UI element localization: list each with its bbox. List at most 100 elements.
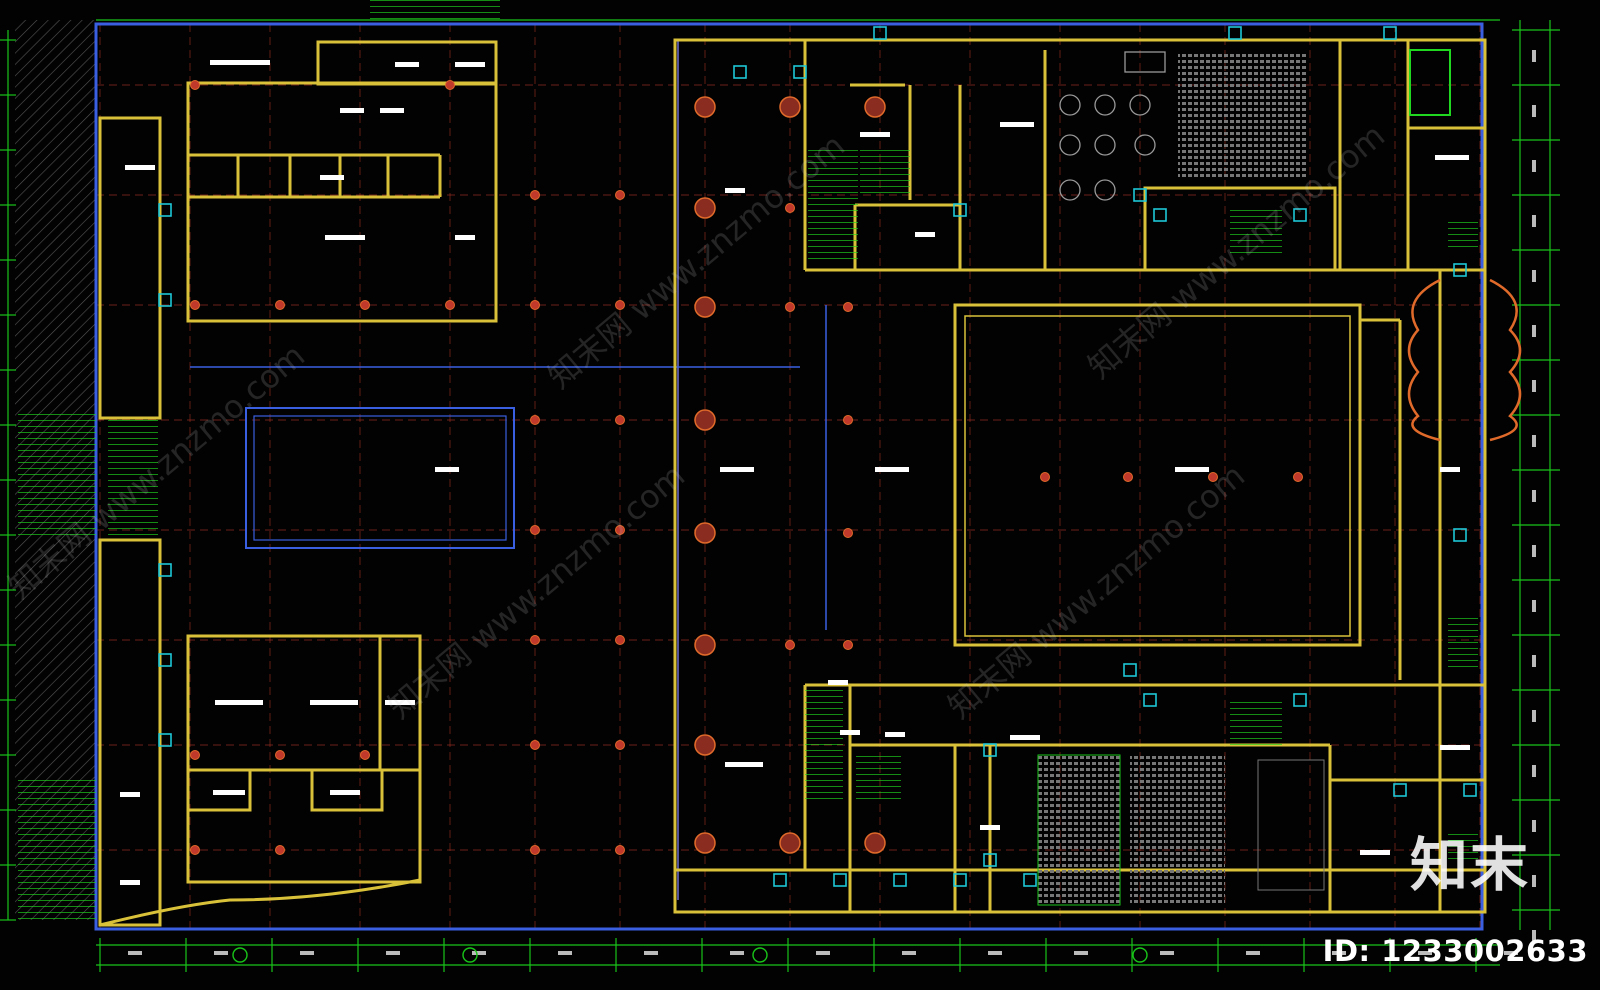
column-small [530, 415, 540, 425]
column-large [694, 832, 716, 854]
cafe-table [1124, 51, 1166, 73]
room-label [455, 62, 485, 67]
room-label [395, 62, 419, 67]
room-label [1435, 155, 1469, 160]
room-label [340, 108, 364, 113]
column-large [864, 832, 886, 854]
column-large [864, 96, 886, 118]
door-symbol [1293, 693, 1307, 707]
door-symbol [158, 563, 172, 577]
facade-feature [1407, 278, 1522, 442]
room-label-blocks [120, 60, 1470, 885]
column-large [694, 409, 716, 431]
dim-text [1532, 930, 1536, 942]
dim-text [1532, 490, 1536, 502]
column-small [785, 640, 795, 650]
dim-text [1074, 951, 1088, 955]
door-symbol [873, 26, 887, 40]
dim-text [1532, 160, 1536, 172]
column-small [190, 300, 200, 310]
column-small [785, 203, 795, 213]
column-small [275, 750, 285, 760]
column-small [190, 845, 200, 855]
watermark-id: ID: 1233002633 [1322, 934, 1588, 968]
dim-text [1532, 325, 1536, 337]
room-label [210, 60, 270, 65]
column-large [694, 296, 716, 318]
room-label [435, 467, 459, 472]
dim-text [644, 951, 658, 955]
door-symbol [1133, 188, 1147, 202]
column-large [779, 832, 801, 854]
room-label [1360, 850, 1390, 855]
cafe-table [1094, 134, 1116, 156]
dim-text [988, 951, 1002, 955]
stairwells [18, 0, 1478, 920]
room-label [385, 700, 415, 705]
door-symbol [158, 653, 172, 667]
room-label [725, 762, 763, 767]
room-label [828, 680, 848, 685]
dim-text [300, 951, 314, 955]
room-label [1010, 735, 1040, 740]
dim-text [1532, 435, 1536, 447]
room-label [310, 700, 358, 705]
dim-text [1532, 710, 1536, 722]
room-label [725, 188, 745, 193]
room-label [720, 467, 754, 472]
room-label [1440, 745, 1470, 750]
dim-text [816, 951, 830, 955]
svg-text:知末网 www.znzmo.com: 知末网 www.znzmo.com [381, 456, 692, 726]
cafe-table [1059, 134, 1081, 156]
door-symbol [1383, 26, 1397, 40]
column-small [530, 525, 540, 535]
grid-bubble [1132, 947, 1148, 963]
column-small [843, 302, 853, 312]
dim-text [1246, 951, 1260, 955]
dim-text [1532, 600, 1536, 612]
column-small [360, 300, 370, 310]
column-large [779, 96, 801, 118]
door-symbol [1153, 208, 1167, 222]
column-small [1123, 472, 1133, 482]
dim-text [730, 951, 744, 955]
room-label [120, 880, 140, 885]
room-label [1000, 122, 1034, 127]
dim-text [1504, 951, 1518, 955]
column-small [190, 80, 200, 90]
cafe-tables [1059, 51, 1166, 201]
column-small [1040, 472, 1050, 482]
dim-text [1532, 820, 1536, 832]
cafe-table [1134, 134, 1156, 156]
room-label [980, 825, 1000, 830]
left-block [98, 40, 498, 927]
door-symbol [983, 853, 997, 867]
column-small [1293, 472, 1303, 482]
door-symbol [158, 203, 172, 217]
column-small [615, 415, 625, 425]
auditorium-seating [1037, 52, 1325, 906]
door-symbol [953, 873, 967, 887]
dim-text [1532, 50, 1536, 62]
column-small [445, 80, 455, 90]
dim-text [1532, 655, 1536, 667]
room-label [455, 235, 475, 240]
column-small [615, 300, 625, 310]
room-label [1440, 467, 1460, 472]
column-large [694, 634, 716, 656]
column-small [843, 528, 853, 538]
grid-bubble [462, 947, 478, 963]
dim-text [386, 951, 400, 955]
room-label [380, 108, 404, 113]
column-small [530, 740, 540, 750]
column-small [530, 190, 540, 200]
room-label [120, 792, 140, 797]
dim-text [558, 951, 572, 955]
door-symbol [1293, 208, 1307, 222]
watermark-logo: 知末 [1409, 831, 1530, 899]
room-label [1175, 467, 1209, 472]
column-large [694, 96, 716, 118]
cafe-table [1094, 94, 1116, 116]
